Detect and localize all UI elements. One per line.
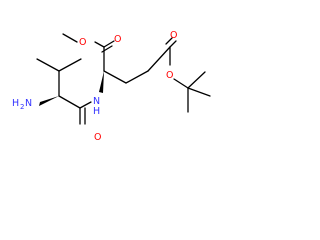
molecule-diagram: O O O O O N H H 2 N bbox=[0, 0, 234, 162]
bond-tbu-me3 bbox=[187, 71, 206, 89]
wedge-alpha-nh bbox=[99, 71, 104, 93]
atom-o-amide: O bbox=[94, 132, 101, 143]
bond-tbu-me2 bbox=[187, 87, 211, 97]
wedge-calpha-nh2 bbox=[39, 96, 59, 106]
bond-amide-c-calpha bbox=[58, 95, 81, 109]
atom-h-amide: H bbox=[93, 106, 100, 117]
bond-ester-c-o bbox=[103, 40, 115, 48]
atom-h-amine: H bbox=[12, 98, 19, 109]
bond-oether-tbu bbox=[173, 78, 189, 89]
atom-n-amine: N bbox=[25, 98, 32, 109]
bond-cb-me2 bbox=[58, 58, 82, 72]
bond-o-ester-c bbox=[94, 41, 105, 48]
bond-methyl-o bbox=[62, 33, 78, 43]
atom-n-amide: N bbox=[93, 96, 100, 107]
atom-o-ester-carbonyl: O bbox=[114, 34, 121, 45]
structure-svg: O O O O O N H H 2 N bbox=[12, 30, 211, 143]
bond-cd-o-double bbox=[165, 37, 173, 45]
atom-h-subscript: 2 bbox=[20, 103, 24, 111]
bond-cd-o bbox=[169, 40, 177, 48]
atom-o-tbu-carbonyl: O bbox=[170, 30, 177, 41]
bond-cb-cg bbox=[125, 70, 149, 84]
atom-o-ester-methoxy: O bbox=[79, 37, 86, 48]
bond-cg-cd bbox=[147, 46, 171, 72]
bond-cb-me1 bbox=[36, 58, 60, 72]
atom-o-tbu-ether: O bbox=[166, 70, 173, 81]
bond-nh-amide-c bbox=[79, 101, 92, 109]
bond-alpha-cb bbox=[103, 70, 127, 84]
